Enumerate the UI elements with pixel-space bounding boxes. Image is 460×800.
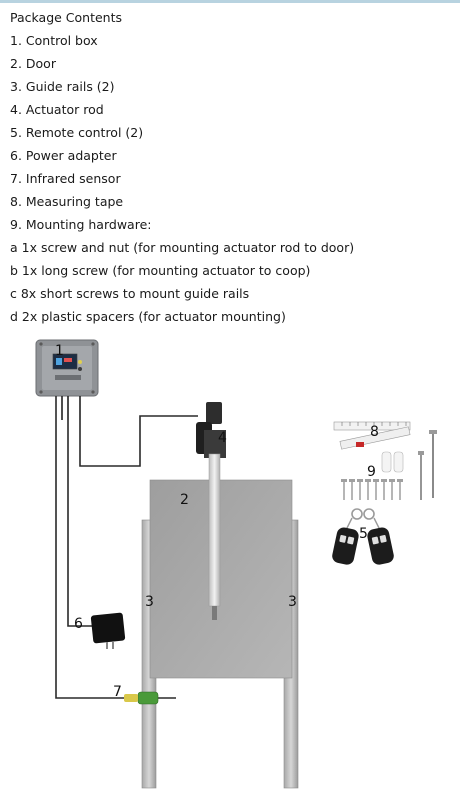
item-mounting-hardware: 9. Mounting hardware: [10,217,152,232]
package-contents-list: Package Contents 1. Control box 2. Door … [10,6,455,328]
callout-9: 9 [367,464,376,480]
item-control-box: 1. Control box [10,33,98,48]
callout-2: 2 [180,492,189,508]
control-box-cables [55,396,198,699]
control-box [35,339,99,397]
callout-1: 1 [55,343,64,359]
item-actuator-rod: 4. Actuator rod [10,102,104,117]
item-guide-rails: 3. Guide rails (2) [10,79,115,94]
item-power-adapter: 6. Power adapter [10,148,117,163]
item-door: 2. Door [10,56,56,71]
measuring-tape [333,421,411,450]
remote-controls [332,508,394,565]
actuator-rod [208,453,221,620]
callout-4: 4 [218,430,227,446]
item-remote-control: 5. Remote control (2) [10,125,144,140]
callout-7: 7 [113,684,122,700]
hardware-item-a: a 1x screw and nut (for mounting actuato… [10,240,355,255]
hardware-item-c: c 8x short screws to mount guide rails [10,286,250,301]
product-diagram: 1 2 3 3 4 5 6 7 8 9 [35,339,437,789]
power-adapter [90,612,126,649]
top-border [0,0,460,3]
callout-8: 8 [370,424,379,440]
door-panel [149,479,293,679]
hardware-item-b: b 1x long screw (for mounting actuator t… [10,263,311,278]
actuator-motor [196,402,226,458]
mounting-hardware [341,430,437,500]
contents-heading: Package Contents [10,10,123,25]
infrared-sensor [124,691,159,705]
callout-5: 5 [359,526,368,542]
hardware-item-d: d 2x plastic spacers (for actuator mount… [10,309,286,324]
callout-6: 6 [74,616,83,632]
item-infrared-sensor: 7. Infrared sensor [10,171,121,186]
item-measuring-tape: 8. Measuring tape [10,194,124,209]
callout-3-left: 3 [145,594,154,610]
callout-3-right: 3 [288,594,297,610]
